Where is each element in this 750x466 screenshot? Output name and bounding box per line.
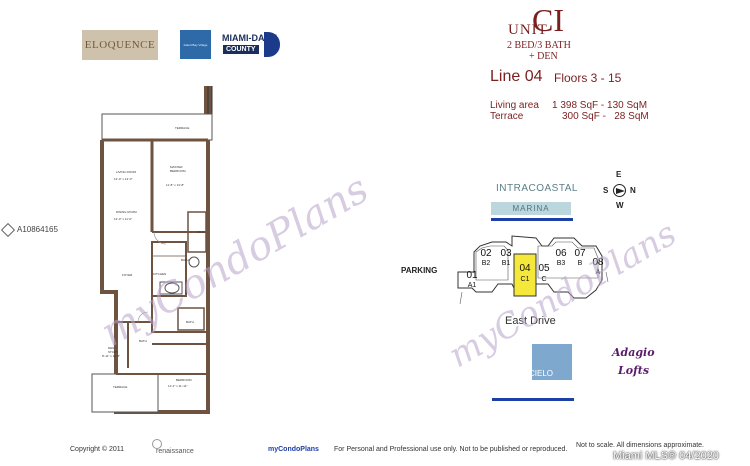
floors-range: Floors 3 - 15 — [554, 71, 622, 85]
unit-02-number: 02 — [480, 248, 492, 259]
living-room-dims: 12'-0" x 13'-0" — [114, 177, 133, 181]
highlighted-unit-04 — [513, 253, 537, 297]
unit-word: UNIT — [508, 22, 548, 38]
water-line-top — [491, 218, 573, 221]
footer-scale-note: Not to scale. All dimensions approximate… — [576, 442, 705, 449]
foyer-label: FOYER — [122, 273, 133, 277]
mls-house-icon — [0, 222, 16, 238]
unit-05-number: 05 — [538, 263, 550, 274]
miami-dade-logo: MIAMI-DADE COUNTY — [222, 31, 280, 59]
terrace-value: 300 SqF - 28 SqM — [562, 111, 649, 122]
renaissance-logo-icon — [152, 439, 162, 449]
floor-plan — [88, 82, 220, 414]
compass-arrow-icon — [616, 188, 625, 194]
master-bedroom-dims: 11'-8" x 13'-8" — [166, 183, 185, 187]
bath-1-label: BATH — [181, 258, 189, 262]
terrace-label: Terrace — [490, 111, 524, 122]
unit-01-number: 01 — [466, 270, 478, 281]
compass-n: N — [630, 186, 636, 195]
unit-code: CI — [532, 2, 564, 38]
compass-s: S — [603, 186, 609, 195]
living-area-value: 1 398 SqF - 130 SqM — [552, 100, 648, 111]
bedroom-label: BEDROOM — [176, 378, 192, 382]
unit-beds: 2 BED/3 BATH — [507, 40, 571, 51]
bedroom-dims: 11'-2" x 11'-11" — [168, 384, 188, 388]
wic-label: W.I.C. — [197, 230, 206, 234]
unit-04-type: C1 — [520, 276, 530, 283]
bath-2-label: BATH — [186, 320, 194, 324]
site-plan-buildings — [457, 235, 609, 305]
unit-08-number: 08 — [592, 257, 604, 268]
mls-listing-id: A10864165 — [17, 225, 58, 234]
footer-copyright: Copyright © 2011 — [70, 446, 125, 453]
unit-03-type: B1 — [501, 260, 511, 267]
line-title: Line 04 — [490, 68, 543, 85]
bath-3-label: BATH — [139, 339, 147, 343]
compass-w: W — [616, 201, 624, 210]
unit-07-number: 07 — [574, 248, 586, 259]
den-study-dims: 8'-11" x 10'-6" — [102, 354, 121, 358]
parking-label: PARKING — [401, 266, 438, 275]
unit-06-number: 06 — [555, 248, 567, 259]
living-room-label: LIVING ROOM — [116, 170, 137, 174]
footer-renaissance: renaissance — [156, 448, 194, 455]
intracoastal-label: INTRACOASTAL — [496, 183, 578, 194]
miami-dade-county-text: COUNTY — [223, 45, 259, 54]
living-area-label: Living area — [490, 100, 539, 111]
miami-dade-logo-text: MIAMI-DADE — [222, 33, 277, 43]
unit-03-number: 03 — [500, 248, 512, 259]
eloquence-logo: ELOQUENCE — [82, 30, 158, 60]
water-line-bottom — [492, 398, 574, 401]
terrace-top-label: TERRACE — [175, 126, 190, 130]
unit-01-type: A1 — [467, 282, 477, 289]
unit-den: + DEN — [529, 51, 558, 62]
dining-room-dims: 12'-0" x 11'-0" — [114, 217, 133, 221]
east-drive-label: East Drive — [505, 315, 556, 327]
island-bay-logo: Island Bay Village — [180, 30, 211, 59]
unit-05-type: C — [541, 276, 547, 283]
master-bedroom-label: MASTER BEDROOM — [170, 165, 186, 173]
footer-mycondoplans: myCondoPlans — [268, 446, 319, 453]
footer-disclaimer: For Personal and Professional use only. … — [334, 446, 568, 453]
cielo-label: CIELO — [529, 369, 554, 378]
unit-07-type: B — [577, 260, 583, 267]
cielo-building — [532, 344, 572, 380]
lofts-label: Lofts — [618, 364, 650, 377]
mls-watermark: Miami MLS® 04/2020 — [613, 450, 719, 462]
compass-e: E — [616, 170, 622, 179]
unit-02-type: B2 — [481, 260, 491, 267]
unit-04-number: 04 — [519, 263, 531, 274]
adagio-label: Adagio — [612, 346, 655, 359]
miami-dade-d-mark — [264, 32, 280, 57]
den-study-label: DEN STUDY — [108, 346, 119, 354]
unit-06-type: B3 — [556, 260, 566, 267]
marina-label: MARINA — [491, 202, 571, 215]
unit-08-type: A — [595, 269, 601, 276]
kitchen-label: KITCHEN — [153, 272, 167, 276]
dining-room-label: DINING ROOM — [116, 210, 137, 214]
terrace-bottom-label: TERRACE — [113, 385, 128, 389]
